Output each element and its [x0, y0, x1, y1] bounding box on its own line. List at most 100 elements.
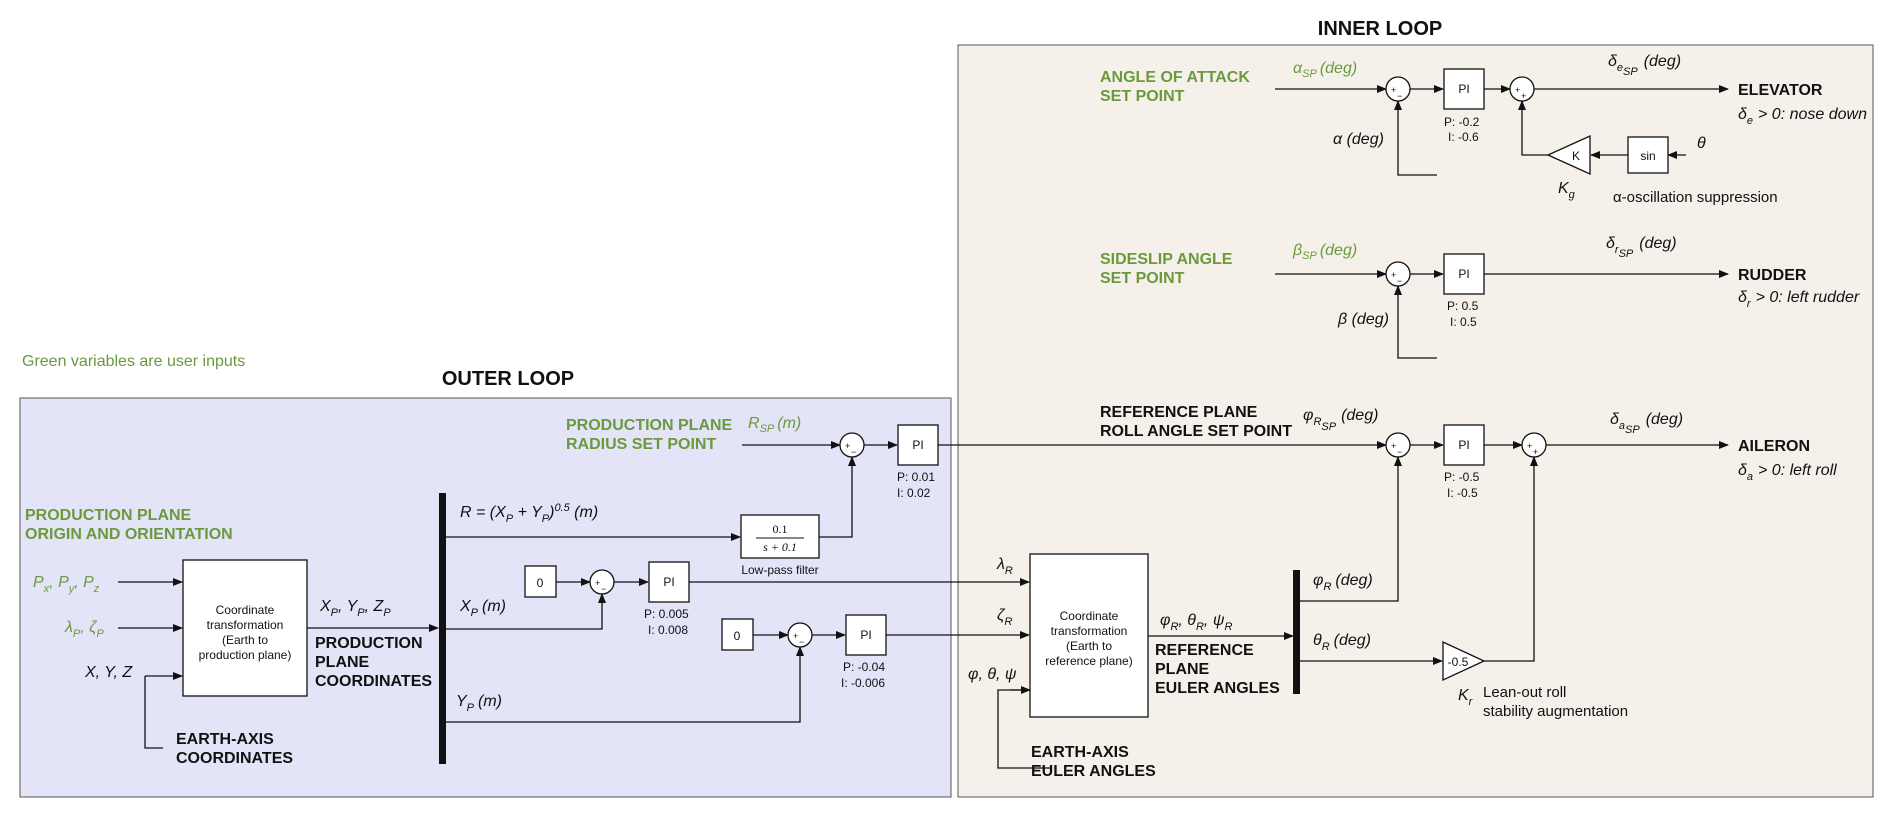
kg-symbol: Kg: [1558, 180, 1576, 201]
svg-text:production plane): production plane): [199, 648, 292, 662]
elevator-channel: ANGLE OF ATTACK SET POINT αSP(deg) +− PI…: [1100, 53, 1867, 206]
aoa-p-gain: P: -0.2: [1444, 115, 1480, 129]
roll-i-gain: I: -0.5: [1447, 486, 1478, 500]
production-demux-bar: [439, 493, 446, 764]
svg-text:s + 0.1: s + 0.1: [763, 540, 797, 554]
aileron-channel: REFERENCE PLANE ROLL ANGLE SET POINT φRS…: [1100, 404, 1837, 500]
outer-loop-panel: [19, 397, 952, 798]
low-pass-filter-label: Low-pass filter: [741, 563, 818, 577]
elevator-convention: δe> 0: nose down: [1738, 106, 1867, 127]
lambda-r-input: λR: [996, 556, 1013, 577]
svg-text:transformation: transformation: [1051, 624, 1128, 638]
svg-text:+: +: [1521, 91, 1526, 101]
radius-pi-label: PI: [912, 438, 923, 452]
xp-pi-label: PI: [663, 575, 674, 589]
svg-text:REFERENCE: REFERENCE: [1155, 642, 1254, 659]
svg-text:+: +: [595, 578, 600, 588]
svg-text:+: +: [845, 441, 850, 451]
yp-i-gain: I: -0.006: [841, 676, 885, 690]
kr-symbol: Kr: [1458, 687, 1474, 708]
radius-p-gain: P: 0.01: [897, 470, 935, 484]
xyz-input: X, Y, Z: [84, 664, 133, 681]
zeta-r-input: ζR: [997, 607, 1012, 628]
sideslip-p-gain: P: 0.5: [1447, 299, 1479, 313]
rudder-convention: δr> 0: left rudder: [1738, 289, 1860, 310]
radius-label-2: RADIUS SET POINT: [566, 436, 716, 453]
oscillation-suppression-label: α-oscillation suppression: [1613, 189, 1778, 206]
roll-setpoint-label-2: ROLL ANGLE SET POINT: [1100, 423, 1292, 440]
xp-i-gain: I: 0.008: [648, 623, 688, 637]
elevator-output: ELEVATOR: [1738, 82, 1823, 99]
svg-text:PLANE: PLANE: [315, 654, 370, 671]
theta-input: θ: [1697, 135, 1706, 152]
radius-i-gain: I: 0.02: [897, 486, 931, 500]
sideslip-label-1: SIDESLIP ANGLE: [1100, 251, 1233, 268]
svg-text:−: −: [1397, 91, 1402, 101]
svg-text:reference plane): reference plane): [1045, 654, 1132, 668]
svg-text:(Earth to: (Earth to: [1066, 639, 1112, 653]
sideslip-pi-label: PI: [1458, 267, 1469, 281]
svg-text:+: +: [1533, 447, 1538, 457]
roll-setpoint-label-1: REFERENCE PLANE: [1100, 404, 1258, 421]
rudder-output: RUDDER: [1738, 267, 1807, 284]
inner-loop-title: INNER LOOP: [1318, 18, 1442, 40]
svg-text:(Earth to: (Earth to: [222, 633, 268, 647]
theta-r-output: θR(deg): [1313, 632, 1371, 653]
lean-out-label-2: stability augmentation: [1483, 703, 1628, 720]
origin-label-2: ORIGIN AND ORIENTATION: [25, 526, 233, 543]
svg-text:Coordinate: Coordinate: [1060, 609, 1119, 623]
p-xyz-input: Px, Py, Pz: [33, 574, 100, 595]
origin-label-1: PRODUCTION PLANE: [25, 507, 192, 524]
zero-block-1: [524, 565, 557, 598]
phi-r-output: φR(deg): [1313, 572, 1373, 593]
rudder-command: δrSP(deg): [1606, 235, 1677, 260]
sideslip-feedback: β (deg): [1337, 311, 1389, 328]
outer-loop-title: OUTER LOOP: [442, 368, 574, 390]
xp-signal: XP(m): [459, 598, 506, 619]
svg-text:+: +: [1391, 85, 1396, 95]
svg-text:Coordinate: Coordinate: [216, 603, 275, 617]
svg-text:+: +: [1527, 441, 1532, 451]
aileron-command: δaSP(deg): [1610, 411, 1683, 436]
reference-angles-output: φR, θR, ψR: [1160, 612, 1232, 633]
svg-text:−: −: [601, 584, 606, 594]
svg-text:+: +: [793, 631, 798, 641]
aileron-output: AILERON: [1738, 438, 1810, 455]
reference-demux-bar: [1293, 570, 1300, 694]
earth-euler-label-1: EARTH-AXIS: [1031, 744, 1129, 761]
lean-out-label-1: Lean-out roll: [1483, 684, 1566, 701]
production-transform-block: [182, 559, 308, 697]
xp-pi-block: [648, 561, 690, 603]
sin-label: sin: [1640, 149, 1655, 163]
kg-gain-label: K: [1572, 149, 1580, 163]
roll-setpoint: φRSP(deg): [1303, 407, 1378, 433]
svg-text:+: +: [1391, 270, 1396, 280]
earth-coords-label-2: COORDINATES: [176, 750, 293, 767]
low-pass-filter-block: [740, 514, 820, 559]
legend-note: Green variables are user inputs: [22, 353, 245, 370]
roll-pi-label: PI: [1458, 438, 1469, 452]
reference-transform-group: λR ζR φ, θ, ψ Coordinate transformation …: [968, 456, 1628, 780]
radius-pi-block: [897, 424, 939, 466]
roll-p-gain: P: -0.5: [1444, 470, 1480, 484]
aoa-setpoint: αSP(deg): [1293, 60, 1357, 80]
euler-input: φ, θ, ψ: [968, 666, 1017, 683]
kr-gain-label: -0.5: [1448, 655, 1469, 669]
aoa-feedback: α (deg): [1333, 131, 1384, 148]
svg-text:−: −: [799, 637, 804, 647]
aoa-pi-label: PI: [1458, 82, 1469, 96]
yp-signal: YP(m): [456, 693, 502, 714]
svg-text:0.1: 0.1: [773, 522, 788, 536]
svg-text:+: +: [1515, 85, 1520, 95]
sin-block: [1627, 136, 1669, 174]
earth-coords-label-1: EARTH-AXIS: [176, 731, 274, 748]
rudder-channel: SIDESLIP ANGLE SET POINT βSP(deg) +− PI …: [1100, 235, 1860, 359]
aoa-i-gain: I: -0.6: [1448, 130, 1479, 144]
outer-loop-group: PRODUCTION PLANE ORIGIN AND ORIENTATION …: [25, 415, 1387, 767]
earth-euler-label-2: EULER ANGLES: [1031, 763, 1156, 780]
sideslip-setpoint: βSP(deg): [1292, 242, 1357, 262]
xp-p-gain: P: 0.005: [644, 607, 689, 621]
svg-text:0: 0: [734, 629, 741, 643]
svg-text:−: −: [851, 447, 856, 457]
